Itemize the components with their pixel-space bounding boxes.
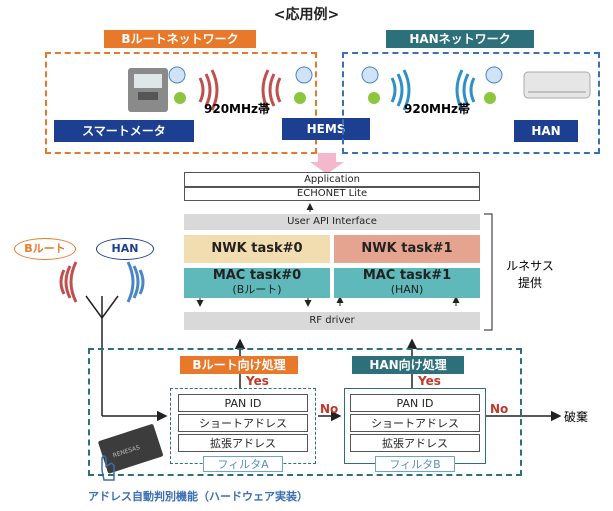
- air-conditioner-icon: [523, 71, 591, 99]
- wave-blue-left-icon: [126, 261, 145, 303]
- rf-driver-layer: RF driver: [184, 312, 480, 330]
- han-label: HAN: [514, 120, 578, 142]
- echonet-layer: ECHONET Lite: [184, 187, 480, 201]
- mac-task1-label: MAC task#1: [362, 268, 452, 283]
- nwk-task0: NWK task#0: [184, 235, 330, 263]
- page-title: <応用例>: [273, 7, 340, 23]
- chip-icon: RENESAS: [98, 424, 163, 474]
- hems-label: HEMS: [282, 118, 370, 140]
- filter-b-short-address: ショートアドレス: [350, 414, 480, 432]
- han-freq: 920MHz帯: [404, 102, 471, 116]
- wisun-logo-icon: [168, 66, 503, 104]
- han-process-tag: HAN向け処理: [352, 356, 464, 374]
- b-route-freq: 920MHz帯: [204, 102, 271, 116]
- b-route-network-tag: Bルートネットワーク: [104, 30, 256, 48]
- application-layer: Application: [184, 172, 480, 187]
- yes-label-b: Yes: [418, 374, 441, 388]
- mac-task0: MAC task#0 (Bルート): [184, 268, 330, 298]
- mac-task0-label: MAC task#0: [212, 268, 302, 283]
- filter-a-extended-address: 拡張アドレス: [178, 434, 308, 452]
- filter-b-label: フィルタB: [375, 456, 455, 472]
- smart-meter-label: スマートメータ: [54, 120, 194, 142]
- filter-a-label: フィルタA: [203, 456, 283, 472]
- nwk-task1: NWK task#1: [334, 235, 480, 263]
- yes-label-a: Yes: [246, 374, 269, 388]
- wave-top-b-icon: [198, 69, 282, 111]
- smart-meter-icon: [128, 68, 168, 112]
- mac-task1: MAC task#1 (HAN): [334, 268, 480, 298]
- mac-task0-sub: (Bルート): [232, 283, 282, 296]
- han-network-region: [342, 52, 600, 154]
- renesas-provided-label: ルネサス 提供: [506, 259, 554, 290]
- filter-a-short-address: ショートアドレス: [178, 414, 308, 432]
- b-route-process-tag: Bルート向け処理: [180, 356, 298, 374]
- hems-down-arrow: [310, 153, 344, 174]
- discard-label: 破棄: [564, 410, 589, 424]
- filter-b-pan-id: PAN ID: [350, 394, 480, 412]
- no-label-a: No: [320, 402, 339, 416]
- filter-a-pan-id: PAN ID: [178, 394, 308, 412]
- han-network-tag: HANネットワーク: [386, 30, 534, 48]
- footer-caption: アドレス自動判別機能（ハードウェア実装）: [88, 490, 308, 503]
- user-api-layer: User API Interface: [184, 214, 480, 230]
- wave-top-han-icon: [390, 69, 476, 111]
- filter-b-extended-address: 拡張アドレス: [350, 434, 480, 452]
- wave-red-left-icon: [59, 261, 78, 303]
- b-route-network-region: [45, 52, 317, 154]
- mac-task1-sub: (HAN): [390, 283, 424, 296]
- han-oval: HAN: [96, 238, 154, 260]
- b-route-oval: Bルート: [14, 238, 76, 260]
- address-filter-region: [88, 348, 522, 476]
- no-label-b: No: [490, 402, 509, 416]
- hand-pointer-icon: [101, 455, 115, 481]
- antenna: [85, 295, 119, 320]
